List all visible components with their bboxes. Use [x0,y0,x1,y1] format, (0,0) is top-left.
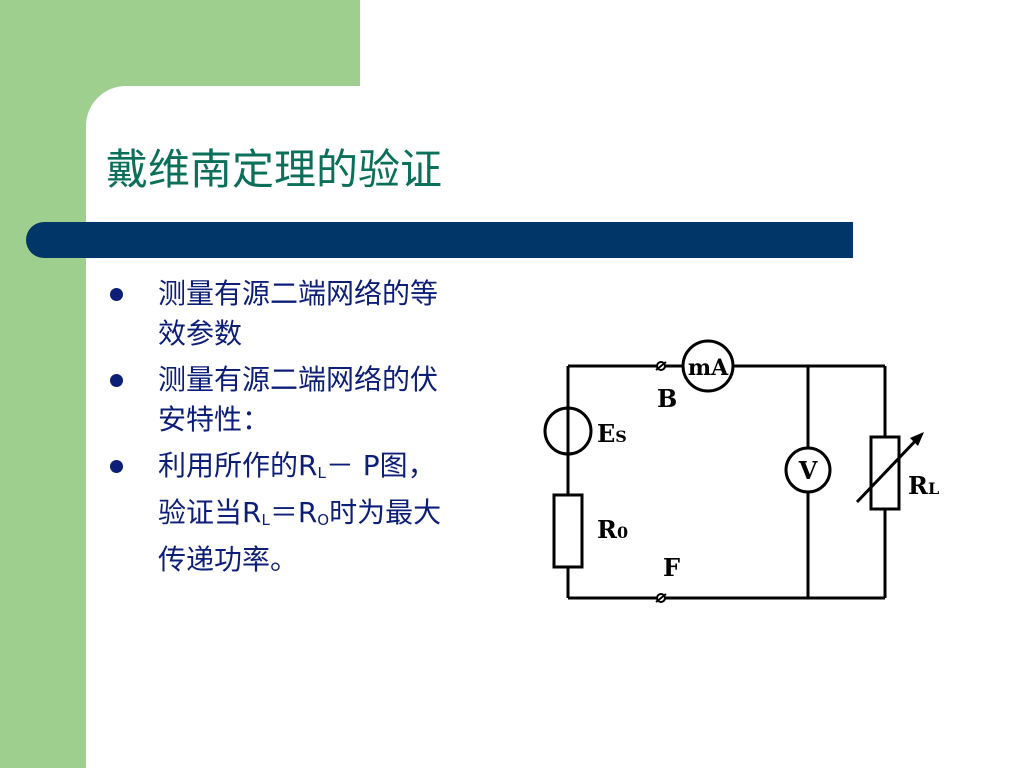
terminal-b-mark [655,361,667,371]
node-f-label: F [663,553,680,582]
bullet-item: 测量有源二端网络的伏安特性： [108,360,518,440]
bullet-line: 测量有源二端网络的等 [158,277,439,310]
subscript: O [317,511,330,529]
bullet-dot-icon [110,460,123,473]
milliammeter-icon [681,339,735,393]
bullet-line: 安特性： [158,403,271,436]
variable-arrow-head-icon [910,432,924,446]
resistor-r0-icon [552,493,584,569]
subscript: L [261,511,270,529]
circuit-wires [566,364,887,600]
thevenin-circuit-diagram: mA ES R0 V RL B F [543,339,939,603]
bullet-list: 测量有源二端网络的等效参数测量有源二端网络的伏安特性：利用所作的RL－ P图，验… [108,274,518,586]
bullet-item: 利用所作的RL－ P图， 验证当RL＝RO时为最大传递功率。 [108,446,518,580]
milliammeter-label: mA [688,355,729,381]
node-b-label: B [657,384,677,413]
bullet-dot-icon [110,374,123,387]
bullet-line: 利用所作的RL－ P图， [158,449,436,482]
variable-arrow-line [855,434,922,504]
bullet-item: 测量有源二端网络的等效参数 [108,274,518,354]
bullet-line: 测量有源二端网络的伏 [158,363,439,396]
source-label: ES [597,419,627,448]
bullet-line: 效参数 [158,317,243,350]
resistor-r0-label: R0 [597,515,628,544]
bullet-line: 传递功率。 [158,543,299,576]
bullet-dot-icon [110,288,123,301]
voltmeter-icon [784,446,832,494]
subscript: L [317,464,326,482]
title-underline-bar [26,222,853,258]
slide-title: 戴维南定理的验证 [106,145,443,194]
bullet-line: 验证当RL＝RO时为最大 [158,496,442,529]
resistor-rl-label: RL [908,471,939,500]
terminal-f-mark [655,593,667,603]
voltmeter-label: V [798,456,818,485]
